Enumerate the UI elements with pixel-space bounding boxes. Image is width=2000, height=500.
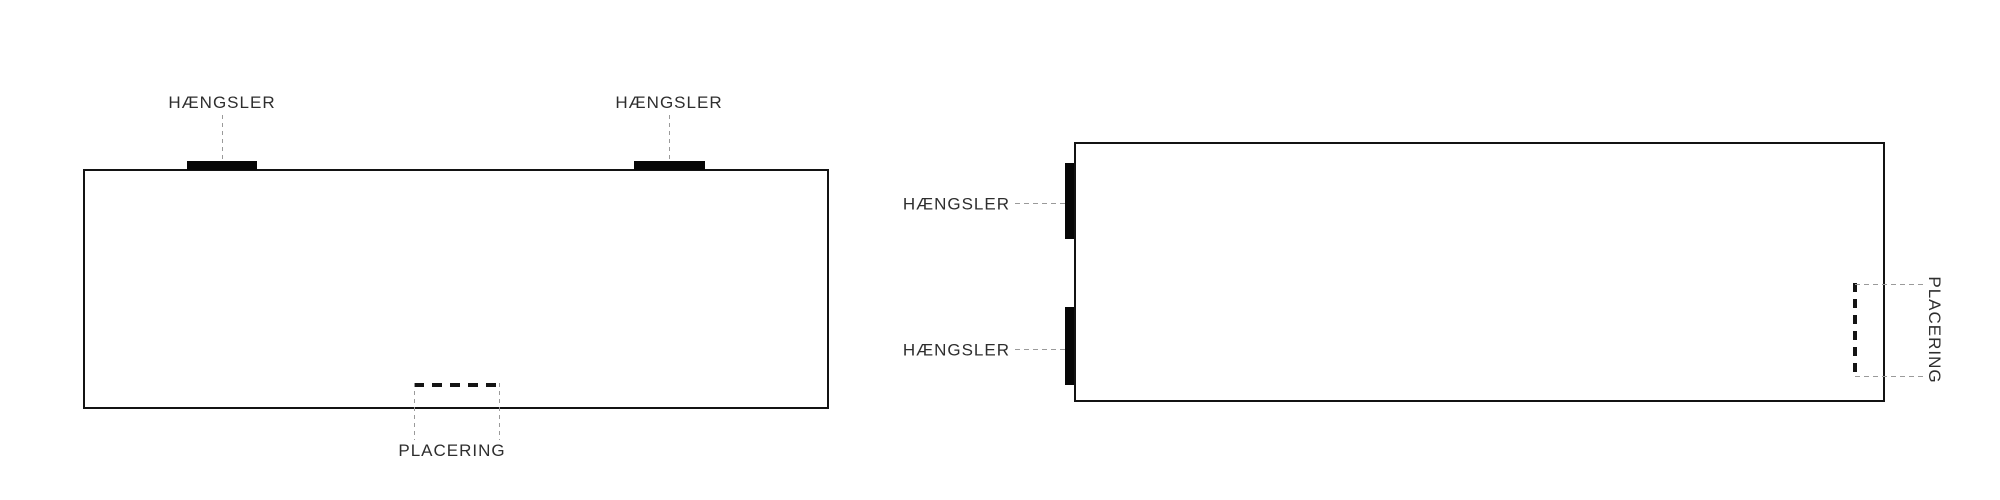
right-hinge-label-2: HÆNGSLER [902,340,1010,360]
left-placement-side-line-right [499,383,500,440]
left-hinge-leader-1 [222,115,223,159]
left-hinge-bar-1 [187,161,257,170]
right-hinge-leader-1 [1015,203,1065,204]
left-placement-label: PLACERING [398,441,506,460]
right-placement-edge-line [1853,283,1857,378]
right-panel-outline [1074,142,1885,402]
right-placement-side-line-top [1855,284,1925,285]
right-hinge-label-1: HÆNGSLER [902,194,1010,214]
left-placement-edge-line [414,383,500,387]
left-hinge-label-1: HÆNGSLER [168,93,276,112]
left-hinge-leader-2 [669,115,670,159]
right-placement-label: PLACERING [1925,276,1944,384]
left-panel-outline [83,169,829,409]
left-hinge-label-2: HÆNGSLER [615,93,723,112]
right-placement-side-line-bottom [1855,376,1927,377]
right-hinge-bar-1 [1065,163,1074,239]
right-hinge-leader-2 [1015,349,1065,350]
right-hinge-bar-2 [1065,307,1074,385]
left-hinge-bar-2 [634,161,705,170]
left-placement-side-line-left [414,383,415,440]
